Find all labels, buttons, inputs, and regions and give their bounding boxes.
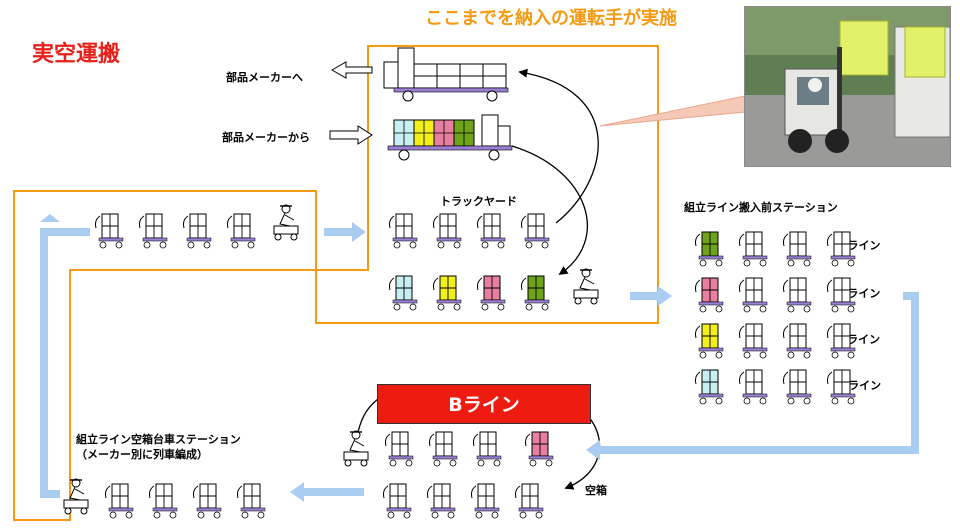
to-supplier-label: 部品メーカーへ (226, 70, 303, 84)
pre-station-label: 組立ライン搬入前ステーション (684, 200, 838, 214)
cart (783, 323, 812, 359)
truck-yard-label: トラックヤード (440, 195, 517, 208)
cart (477, 213, 506, 249)
cart (739, 231, 768, 267)
cart (95, 213, 124, 249)
truck-incoming (387, 114, 513, 161)
forklift-photo-icon (745, 7, 950, 166)
cart (783, 231, 812, 267)
truck-outgoing (383, 47, 509, 102)
cart (105, 483, 134, 519)
empty-box-label: 空箱 (585, 483, 607, 497)
cart (389, 213, 418, 249)
cart (739, 277, 768, 313)
from-supplier-arrow (329, 125, 373, 145)
cart (739, 323, 768, 359)
cart (139, 213, 168, 249)
return-curve-arrow (518, 68, 599, 224)
forklift-photo (744, 6, 951, 167)
tugger-driver-icon (63, 478, 89, 515)
b-line-box: Bライン (377, 384, 591, 424)
cart (477, 275, 506, 311)
cart (827, 323, 856, 359)
cart (695, 277, 724, 313)
tugger-driver-icon (273, 204, 299, 241)
cart (427, 483, 456, 519)
cart (183, 213, 212, 249)
empty-station-sublabel: （メーカー別に列車編成） (76, 447, 208, 461)
photo-callout (599, 95, 746, 127)
cart (149, 483, 178, 519)
cart (827, 231, 856, 267)
cart (383, 483, 412, 519)
cart (385, 431, 414, 467)
cart (695, 369, 724, 405)
cart (695, 231, 724, 267)
driver-scope-boundary (13, 45, 659, 521)
cart (193, 483, 222, 519)
cart (827, 369, 856, 405)
cart (525, 431, 554, 467)
cart (521, 213, 550, 249)
cart (695, 323, 724, 359)
cart (389, 275, 418, 311)
cart-group (95, 213, 856, 519)
cart (471, 483, 500, 519)
cart (429, 431, 458, 467)
flow-arrows (40, 214, 919, 502)
to-supplier-arrow (330, 61, 373, 79)
cart (739, 369, 768, 405)
tugger-driver-icon (573, 268, 599, 305)
cart (783, 369, 812, 405)
cart (515, 483, 544, 519)
driver-group (63, 204, 599, 515)
cart (473, 431, 502, 467)
supply-curve-arrow (511, 145, 588, 276)
diagram-title: 実空運搬 (32, 42, 121, 67)
cart (227, 213, 256, 249)
cart (827, 277, 856, 313)
header-note: ここまでを納入の運転手が実施 (425, 8, 677, 29)
cart (237, 483, 266, 519)
tugger-driver-icon (343, 430, 369, 467)
cart (433, 213, 462, 249)
cart (433, 275, 462, 311)
empty-station-label: 組立ライン空箱台車ステーション (76, 432, 241, 446)
from-supplier-label: 部品メーカーから (222, 130, 310, 144)
cart (521, 275, 550, 311)
cart (783, 277, 812, 313)
